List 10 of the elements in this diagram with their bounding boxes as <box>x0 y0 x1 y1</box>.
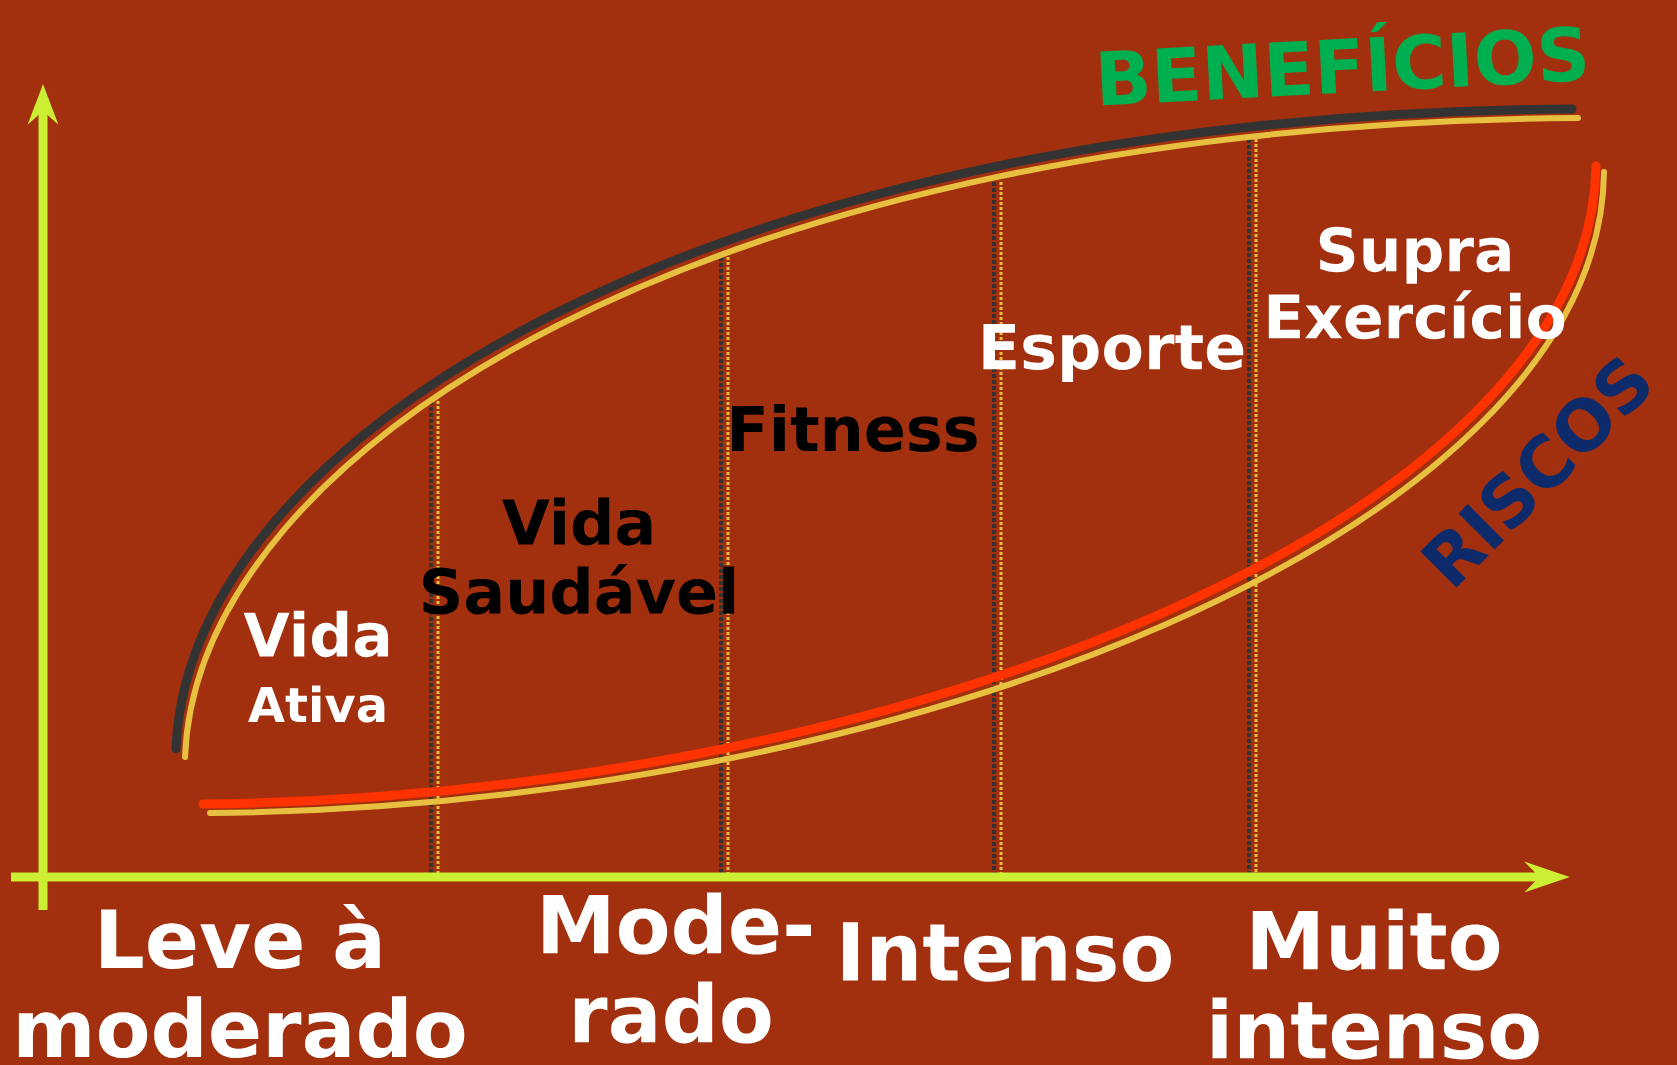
zone-label: Esporte <box>983 323 1244 383</box>
zone-label: Vida <box>243 610 389 658</box>
zone-label: Supra Exercício <box>1268 226 1565 340</box>
curve-label: BENEFÍCIOS <box>1100 21 1585 106</box>
intensity-label: Muito intenso <box>1212 908 1539 1060</box>
zone-label: Ativa <box>248 685 385 723</box>
intensity-label: Leve à moderado <box>18 903 465 1059</box>
intensity-label: Intenso <box>843 922 1171 982</box>
zone-label: Fitness <box>732 404 977 452</box>
intensity-label: Mode- rado <box>543 892 811 1044</box>
